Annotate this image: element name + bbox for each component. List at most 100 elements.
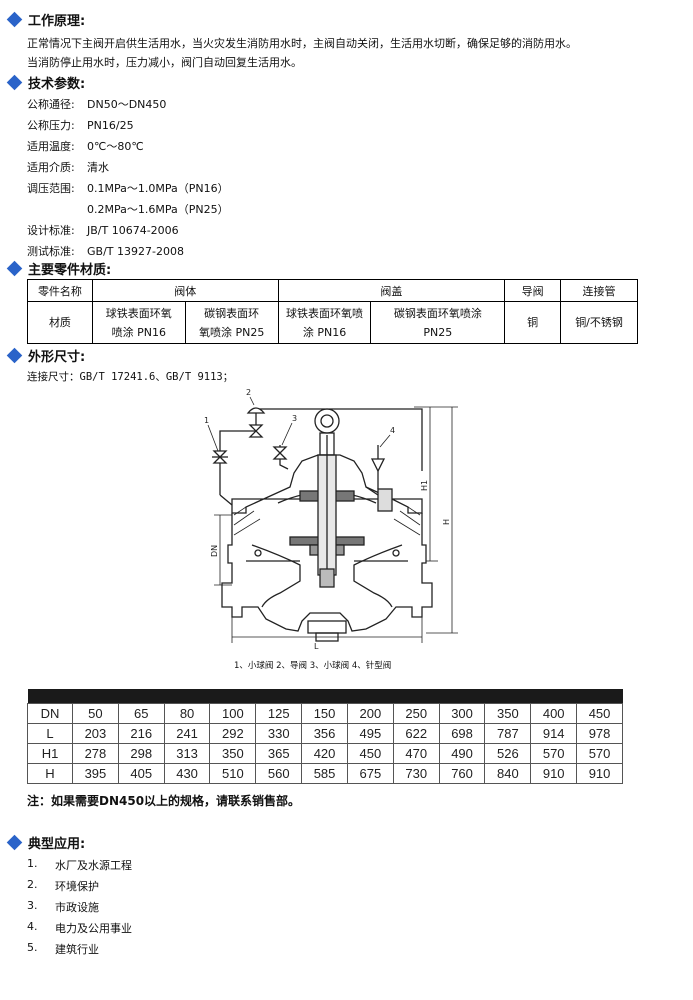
dim-label-dn: DN (210, 545, 219, 557)
section-title-materials: 主要零件材质: (6, 258, 111, 278)
table-cell: 470 (392, 743, 440, 764)
param-value: 清水 (87, 161, 109, 174)
table-cell: 495 (346, 723, 394, 744)
table-cell: 430 (163, 763, 211, 784)
dimension-table-header-bar (27, 689, 623, 704)
table-cell: 80 (163, 703, 211, 724)
param-label: 调压范围: (27, 182, 75, 195)
table-cell: 585 (301, 763, 348, 784)
param-row: 适用介质: 清水 (27, 159, 109, 175)
table-cell: 150 (301, 703, 348, 724)
dim-label-l: L (314, 642, 319, 651)
materials-cell: 铜 (504, 301, 562, 344)
diamond-bullet-icon (6, 347, 23, 363)
list-item: 4. 电力及公用事业 (27, 920, 132, 936)
table-cell: 356 (301, 723, 348, 744)
row-header-cell: H (27, 763, 73, 784)
table-cell: 840 (484, 763, 532, 784)
table-cell: 730 (392, 763, 440, 784)
diamond-bullet-icon (6, 74, 23, 90)
table-cell: 570 (576, 743, 623, 764)
param-row: 0.2MPa～1.6MPa（PN25） (27, 201, 229, 217)
materials-header-part: 零件名称 (27, 279, 93, 302)
table-cell: 570 (530, 743, 578, 764)
materials-header-bonnet: 阀盖 (277, 279, 506, 302)
materials-header-body: 阀体 (91, 279, 279, 302)
table-cell: 350 (209, 743, 257, 764)
materials-cell: 铜/不锈钢 (560, 301, 638, 344)
list-item: 2.环境保护 (27, 878, 99, 894)
param-label: 公称压力: (27, 119, 75, 132)
diamond-bullet-icon (6, 834, 23, 850)
callout-2: 2 (246, 388, 251, 397)
param-label: 设计标准: (27, 224, 75, 237)
table-cell: 300 (438, 703, 486, 724)
table-cell: 405 (117, 763, 165, 784)
diagram-caption: 1、小球阀 2、导阀 3、小球阀 4、针型阀 (234, 661, 392, 671)
materials-cell: 球铁表面环氧喷涂 PN16 (277, 301, 372, 344)
list-item-text: 水厂及水源工程 (55, 859, 132, 872)
list-item-number: 3. (27, 899, 38, 912)
valve-drawing: 1 2 3 4 L DN H1 H (204, 388, 458, 651)
materials-table: 零件名称 阀体 阀盖 导阀 连接管 材质 球铁表面环氧喷涂 PN16 碳钢表面环… (27, 279, 638, 344)
callout-4: 4 (390, 426, 395, 435)
param-value: DN50～DN450 (87, 98, 167, 111)
table-cell: 125 (255, 703, 303, 724)
param-value: JB/T 10674-2006 (87, 224, 179, 237)
table-cell: 330 (255, 723, 303, 744)
table-cell: 203 (72, 723, 119, 744)
dim-label-h: H (442, 519, 451, 525)
table-cell: 420 (301, 743, 348, 764)
table-cell: 241 (163, 723, 211, 744)
table-cell: 760 (438, 763, 486, 784)
table-cell: 313 (163, 743, 211, 764)
list-item: 5.建筑行业 (27, 941, 99, 957)
row-header-cell: L (27, 723, 73, 744)
param-value: 0℃～80℃ (87, 140, 144, 153)
section-title-principle: 工作原理: (6, 9, 85, 29)
materials-header-pipe: 连接管 (560, 279, 638, 302)
table-cell: 65 (117, 703, 165, 724)
table-cell: 365 (255, 743, 303, 764)
param-value: GB/T 13927-2008 (87, 245, 184, 258)
table-cell: 450 (346, 743, 394, 764)
table-cell: 400 (530, 703, 578, 724)
table-cell: 560 (255, 763, 303, 784)
table-cell: 622 (392, 723, 440, 744)
diamond-bullet-icon (6, 260, 23, 276)
table-cell: 250 (392, 703, 440, 724)
table-cell: 910 (530, 763, 578, 784)
table-cell: 298 (117, 743, 165, 764)
param-value: 0.1MPa～1.0MPa（PN16） (87, 182, 229, 195)
list-item-number: 4. (27, 920, 38, 933)
param-label: 适用介质: (27, 161, 75, 174)
section-title-dimensions: 外形尺寸: (6, 345, 85, 365)
list-item-text: 电力及公用事业 (55, 922, 132, 935)
list-item-number: 5. (27, 941, 38, 954)
table-cell: 395 (72, 763, 119, 784)
principle-line-2: 当消防停止用水时，压力减小，阀门自动回复生活用水。 (27, 56, 302, 69)
list-item: 3.市政设施 (27, 899, 99, 915)
table-cell: 100 (209, 703, 257, 724)
list-item: 1.水厂及水源工程 (27, 857, 132, 873)
row-header-cell: DN (27, 703, 73, 724)
param-value: 0.2MPa～1.6MPa（PN25） (87, 203, 229, 216)
table-cell: 350 (484, 703, 532, 724)
param-row: 公称压力:PN16/25 (27, 117, 134, 133)
param-row: 测试标准:GB/T 13927-2008 (27, 243, 184, 259)
table-cell: 914 (530, 723, 578, 744)
param-row: 调压范围: 0.1MPa～1.0MPa（PN16） (27, 180, 229, 196)
section-title-applications: 典型应用: (6, 832, 85, 852)
table-cell: 526 (484, 743, 532, 764)
table-cell: 698 (438, 723, 486, 744)
list-item-number: 2. (27, 878, 38, 891)
table-cell: 978 (576, 723, 623, 744)
table-cell: 200 (346, 703, 394, 724)
table-cell: 216 (117, 723, 165, 744)
